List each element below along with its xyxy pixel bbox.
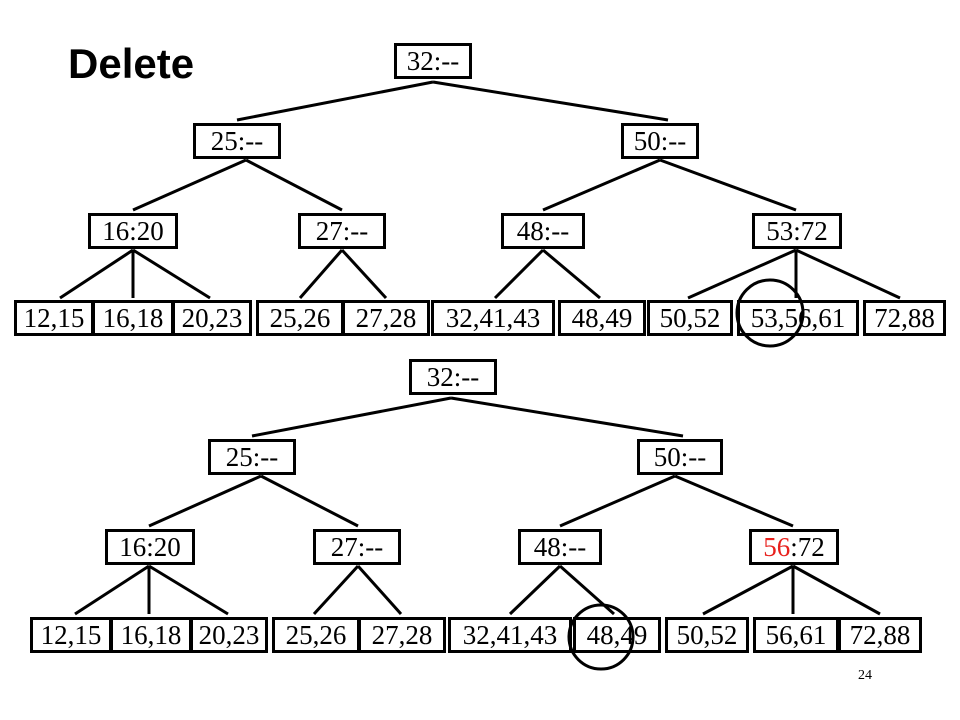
edge xyxy=(148,474,262,528)
tree-after-l2-2: 48:-- xyxy=(518,529,602,565)
tree-before-l2-0: 16:20 xyxy=(88,213,178,249)
tree-after-leaf: 16,18 xyxy=(110,617,192,653)
edge xyxy=(298,249,344,299)
tree-before-leaf: 53,56,61 xyxy=(737,300,859,336)
edge xyxy=(559,474,676,528)
edge xyxy=(493,248,545,300)
edge xyxy=(450,396,684,438)
edge xyxy=(312,564,360,616)
tree-before-leaf: 32,41,43 xyxy=(431,300,555,336)
tree-before-l1-right: 50:-- xyxy=(621,123,699,159)
tree-after-leaf: 56,61 xyxy=(753,617,839,653)
tree-after-leaf: 32,41,43 xyxy=(448,617,572,653)
tree-before-leaf: 48,49 xyxy=(558,300,646,336)
edge xyxy=(542,158,661,212)
tree-before-leaf: 16,18 xyxy=(92,300,174,336)
tree-after-leaf: 20,23 xyxy=(190,617,268,653)
edge xyxy=(260,474,359,528)
tree-before-l2-1: 27:-- xyxy=(298,213,386,249)
edge xyxy=(251,396,452,438)
tree-before-leaf: 20,23 xyxy=(172,300,252,336)
tree-after-leaf: 50,52 xyxy=(665,617,749,653)
edge xyxy=(236,80,434,122)
page-number: 24 xyxy=(858,668,872,683)
updated-key: 56 xyxy=(763,531,791,562)
edge xyxy=(59,248,134,300)
tree-before-l1-left: 25:-- xyxy=(193,123,281,159)
tree-after-l2-0: 16:20 xyxy=(105,529,195,565)
edge xyxy=(132,158,247,212)
updated-key-rest: :72 xyxy=(790,531,825,562)
tree-after-leaf: 48,49 xyxy=(573,617,661,653)
edge xyxy=(687,248,797,300)
edge xyxy=(674,474,794,528)
tree-before-root: 32:-- xyxy=(394,43,472,79)
edge xyxy=(702,564,794,616)
edge xyxy=(792,564,881,616)
tree-before-leaf: 12,15 xyxy=(14,300,94,336)
tree-before-l2-2: 48:-- xyxy=(501,213,585,249)
tree-after-root: 32:-- xyxy=(409,359,497,395)
tree-before-leaf: 72,88 xyxy=(863,300,946,336)
edge xyxy=(340,248,388,300)
slide-title: Delete xyxy=(68,40,195,87)
tree-before-leaf: 27,28 xyxy=(342,300,430,336)
circle-highlight-before xyxy=(735,278,805,348)
edge xyxy=(432,80,669,122)
edge xyxy=(659,158,797,212)
edge xyxy=(542,248,601,300)
edge xyxy=(356,564,403,616)
circle-highlight-after xyxy=(567,603,635,671)
tree-after-leaf: 12,15 xyxy=(30,617,112,653)
tree-after-leaf: 25,26 xyxy=(272,617,360,653)
tree-before-leaf: 50,52 xyxy=(647,300,733,336)
edge xyxy=(132,248,211,300)
edge xyxy=(148,564,229,616)
edge xyxy=(74,564,150,616)
tree-after-leaf: 72,88 xyxy=(838,617,922,653)
tree-after-leaf: 27,28 xyxy=(358,617,446,653)
tree-after-l2-updated: 56:72 xyxy=(749,529,839,565)
tree-after-l1-right: 50:-- xyxy=(637,439,723,475)
tree-after-l2-1: 27:-- xyxy=(313,529,401,565)
edge xyxy=(508,564,562,616)
tree-after-l1-left: 25:-- xyxy=(208,439,296,475)
edge xyxy=(795,248,901,300)
edge xyxy=(245,158,343,212)
tree-before-l2-3: 53:72 xyxy=(752,213,842,249)
